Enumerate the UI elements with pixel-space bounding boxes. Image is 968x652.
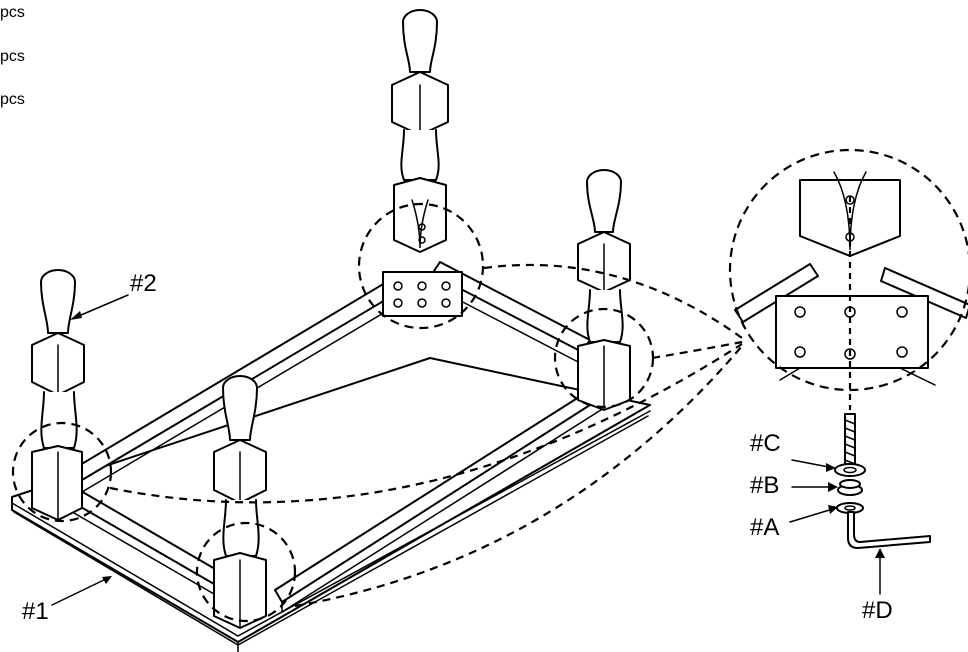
arrow-d-head [875,548,885,558]
hardware-stack [834,413,931,549]
label-washer-a: #A [750,514,780,541]
label-leg: #2 [130,270,157,297]
detail-leader-lines [109,263,743,608]
leg-left [31,269,85,521]
detail-circle-front [195,521,297,623]
magnified-detail [728,148,968,410]
arrow-a [789,507,837,523]
arrow-leg [73,294,129,319]
pointer-arrows [51,294,885,606]
tabletop [11,357,651,652]
leg-front [213,375,267,629]
arrow-a-head [828,505,838,514]
corner-bracket-back [382,271,463,317]
detail-circle-left [11,421,113,523]
leg-back [391,9,449,253]
parts-list-row-3: pcs [0,91,25,108]
arrow-tabletop [51,577,109,606]
leg-right [577,169,631,411]
arrow-b-head [828,482,838,492]
label-washer-b: #B [750,472,780,499]
arrow-c-head [826,463,836,472]
detail-circle-back [357,202,485,330]
label-hex-key: #D [862,597,893,624]
arrow-tabletop-head [102,576,112,584]
label-tabletop: #1 [22,598,49,625]
parts-list-row-1: pcs [0,4,25,21]
parts-list-row-2: pcs [0,48,25,65]
arrow-leg-head [70,311,82,320]
label-washer-c: #C [750,430,781,457]
